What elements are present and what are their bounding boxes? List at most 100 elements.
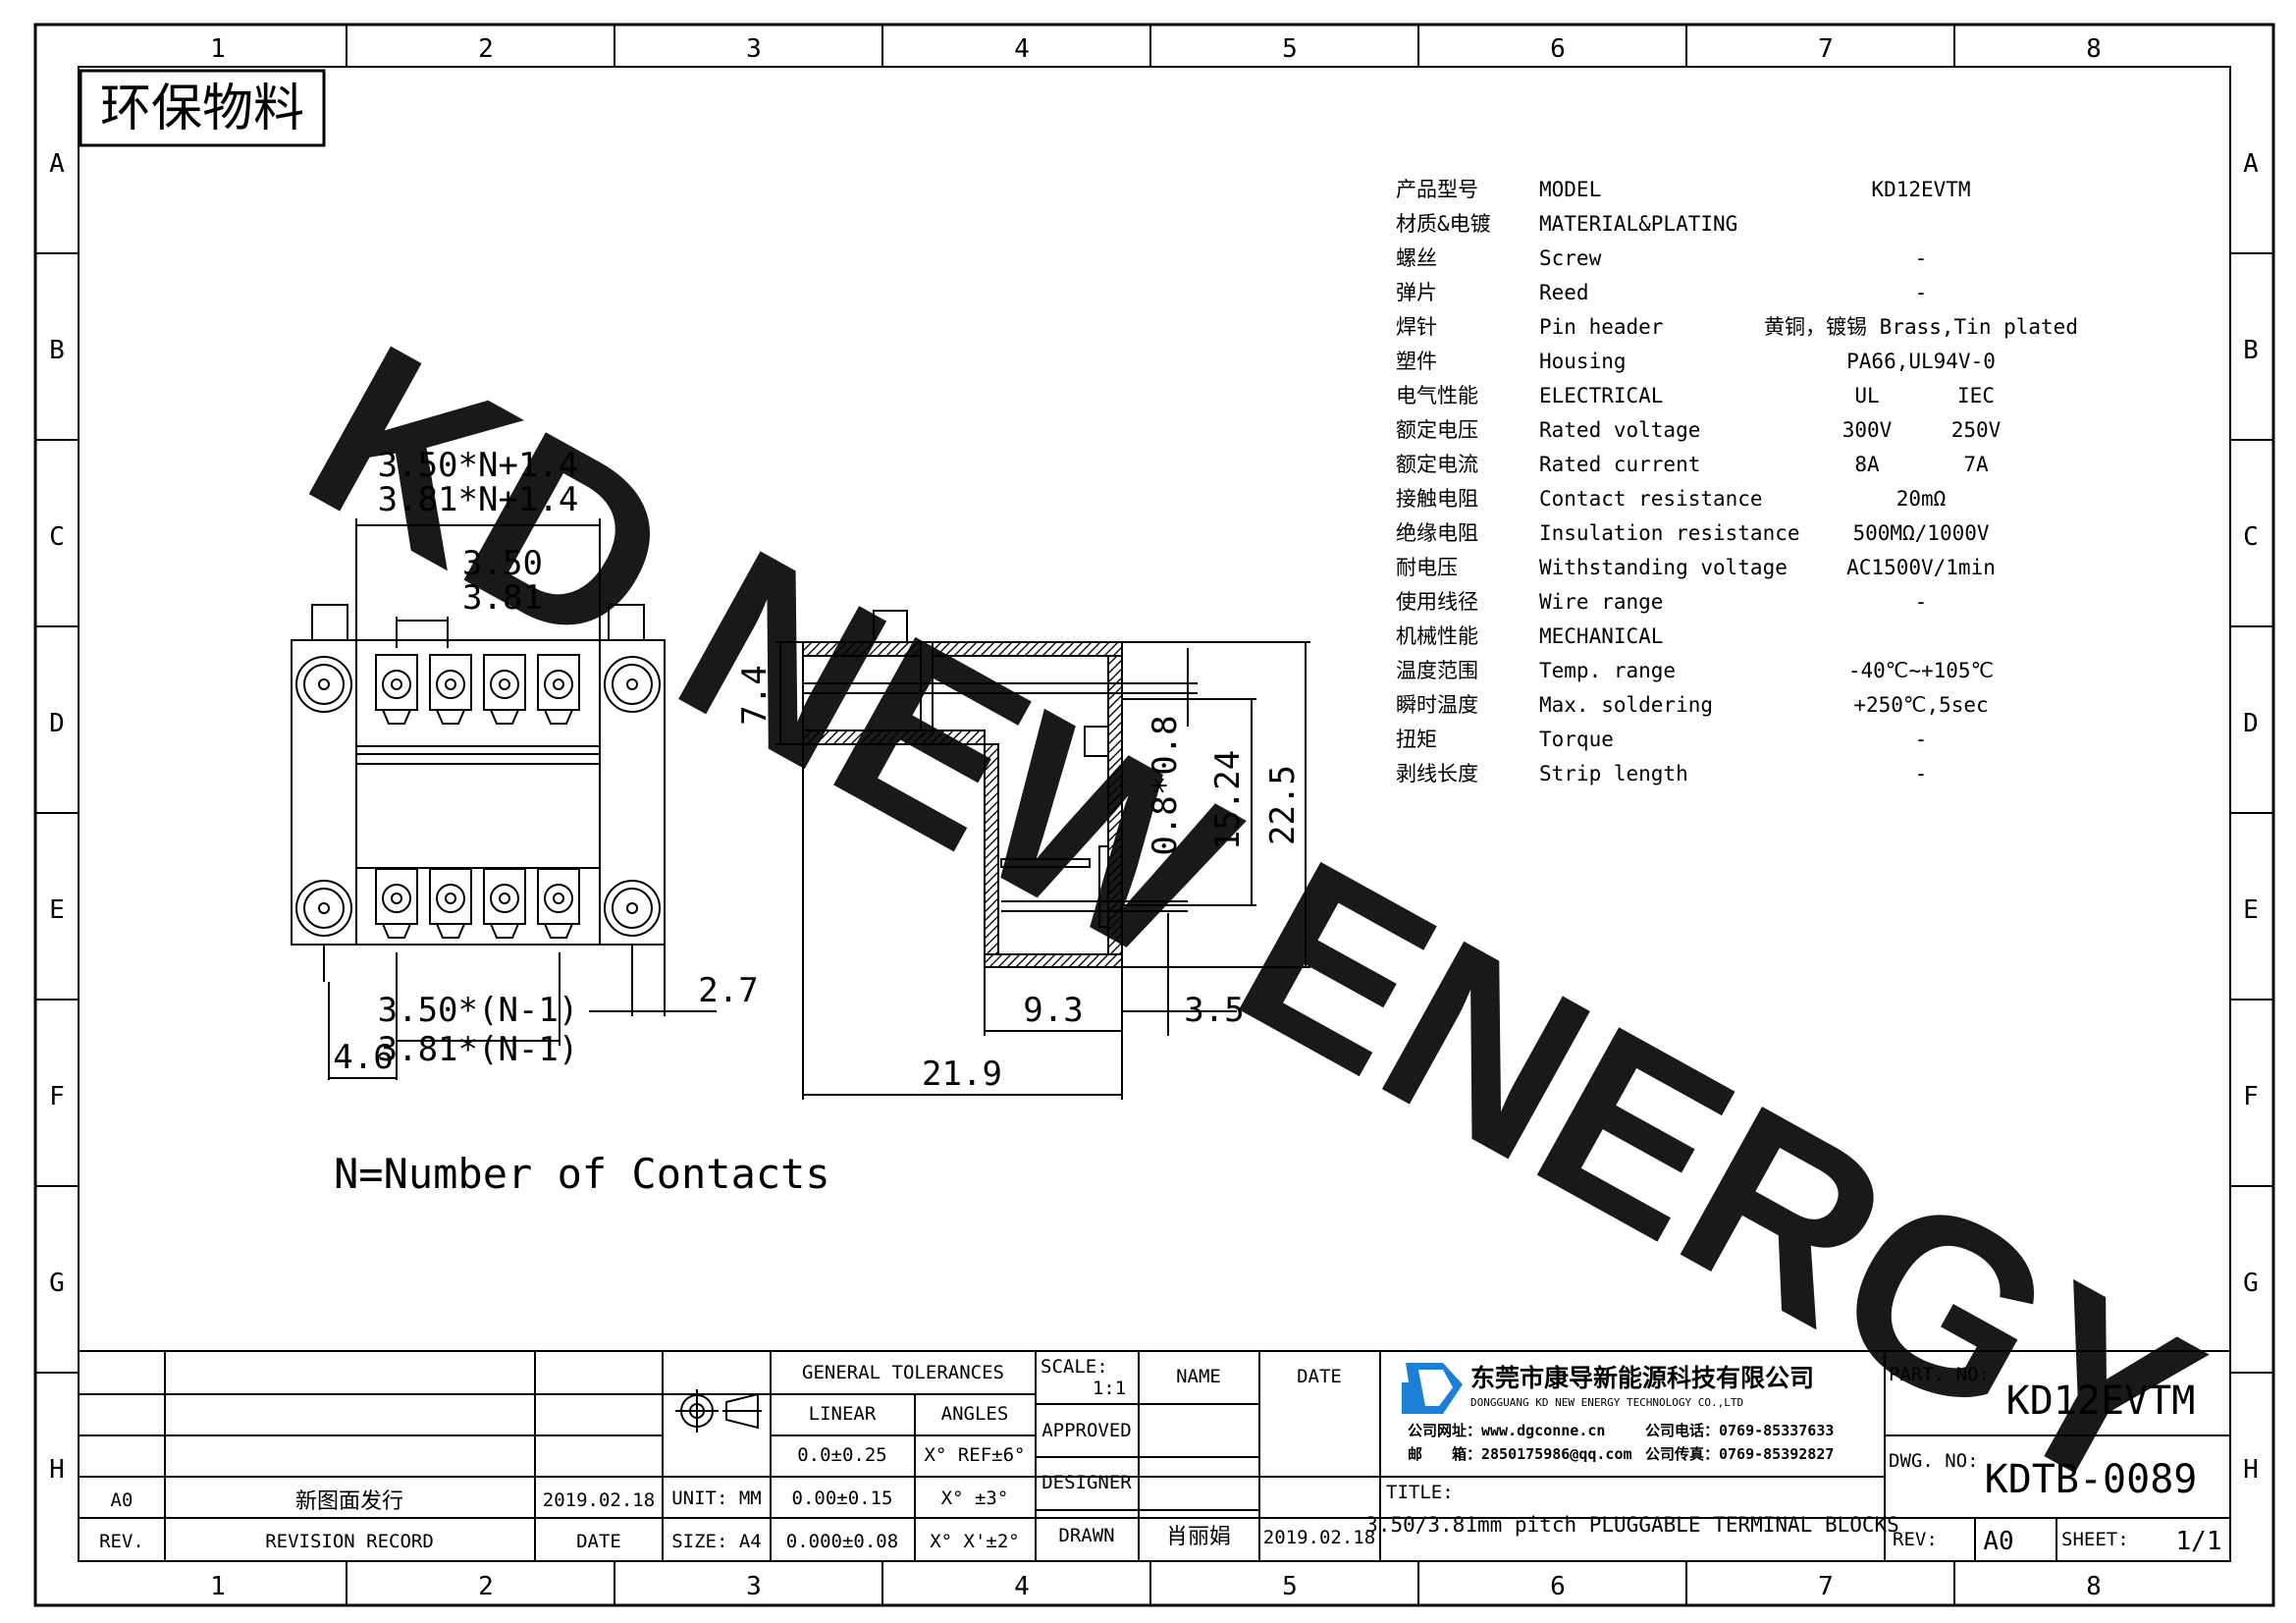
spec-cn: 弹片 [1396, 281, 1437, 304]
row-label: D [49, 709, 65, 738]
dim-3-5: 3.5 [1184, 991, 1244, 1030]
company-fax: 公司传真：0769-85392827 [1645, 1445, 1834, 1463]
unit: UNIT: MM [671, 1488, 762, 1509]
outer-frame [33, 23, 2275, 1607]
row-label: G [2243, 1269, 2259, 1298]
row-label: E [2243, 895, 2259, 925]
contact-cell [483, 868, 526, 925]
part-no-label: PART. NO: [1889, 1364, 1990, 1385]
title-block-text: A0 新图面发行 2019.02.18 REV. REVISION RECORD… [99, 1356, 2221, 1556]
spec-value: +250℃,5sec [1853, 693, 1988, 717]
dim-width-350: 3.50*N+1.4 [378, 446, 579, 485]
drawn-date: 2019.02.18 [1263, 1527, 1375, 1548]
spec-cn: 螺丝 [1396, 246, 1437, 270]
angle-tol-2: X° ±3° [941, 1488, 1009, 1509]
spec-value: 500MΩ/1000V [1852, 521, 1989, 545]
rev-desc: 新图面发行 [295, 1489, 403, 1514]
row-label: F [49, 1082, 65, 1111]
spec-cn: 材质&电镀 [1396, 212, 1491, 236]
col-label: 8 [2086, 1572, 2102, 1601]
name-header: NAME [1176, 1366, 1221, 1387]
spec-value: AC1500V/1min [1846, 556, 1996, 579]
company-logo [1402, 1363, 1463, 1414]
linear-tol-1: 0.0±0.25 [797, 1444, 887, 1466]
dim-width-381: 3.81*N+1.4 [378, 480, 579, 519]
spec-value: -40℃~+105℃ [1848, 659, 1994, 682]
spec-en: Reed [1539, 281, 1589, 304]
spec-en: Screw [1539, 246, 1602, 270]
title-label: TITLE: [1386, 1482, 1454, 1503]
spec-cn: 电气性能 [1396, 384, 1478, 407]
spec-en: Temp. range [1539, 659, 1676, 682]
col-label: 3 [746, 1572, 762, 1601]
screw-icon [490, 670, 519, 699]
front-view [291, 518, 717, 1080]
dim-0-8: 0.8*0.8 [1146, 715, 1185, 855]
spec-value: - [1915, 762, 1928, 785]
col-label: 5 [1282, 1572, 1298, 1601]
spec-cn: 使用线径 [1396, 590, 1478, 614]
spec-en: Rated current [1539, 453, 1700, 476]
row-label: A [49, 149, 65, 179]
spec-value: UL [1854, 384, 1879, 407]
watermark: KD NEW ENERGY [269, 292, 2238, 1549]
spec-value: PA66,UL94V-0 [1846, 350, 1996, 373]
spec-cn: 额定电压 [1396, 418, 1478, 442]
part-no: KD12EVTM [2006, 1379, 2196, 1424]
spec-value: - [1915, 246, 1928, 270]
spec-cn: 剥线长度 [1396, 762, 1478, 785]
spec-cn: 额定电流 [1396, 453, 1478, 476]
spec-value: 20mΩ [1896, 487, 1947, 511]
col-label: 8 [2086, 34, 2102, 64]
spec-value: 8A [1854, 453, 1880, 476]
spec-en: Wire range [1539, 590, 1663, 614]
spec-value: - [1915, 281, 1928, 304]
date-header-2: DATE [1297, 1366, 1342, 1387]
col-label: 7 [1818, 34, 1834, 64]
spec-value-2: 7A [1963, 453, 1989, 476]
linear-tol-3: 0.000±0.08 [786, 1531, 898, 1552]
row-label: C [49, 522, 65, 552]
row-label: C [2243, 522, 2259, 552]
spec-value: - [1915, 590, 1928, 614]
col-label: 2 [478, 1572, 494, 1601]
screw-icon [436, 884, 465, 913]
contact-cell [537, 654, 580, 711]
screw-icon [544, 884, 573, 913]
spec-en: Contact resistance [1539, 487, 1763, 511]
spec-en: Torque [1539, 728, 1614, 751]
tolerances-header: GENERAL TOLERANCES [802, 1362, 1004, 1383]
spec-cn: 机械性能 [1396, 624, 1478, 648]
spec-en: Strip length [1539, 762, 1688, 785]
spec-cn: 耐电压 [1396, 556, 1458, 579]
screw-icon [544, 670, 573, 699]
col-label: 1 [210, 34, 226, 64]
dim-base-381: 3.81*(N-1) [378, 1030, 579, 1069]
linear-header: LINEAR [809, 1403, 877, 1425]
col-label: 6 [1550, 1572, 1566, 1601]
contact-cell [483, 654, 526, 711]
row-label: E [49, 895, 65, 925]
company-mail: 邮 箱：2850175986@qq.com [1408, 1445, 1632, 1463]
row-label: F [2243, 1082, 2259, 1111]
angles-header: ANGLES [941, 1403, 1009, 1425]
company-name-cn: 东莞市康导新能源科技有限公司 [1470, 1364, 1814, 1392]
title-block-lines [79, 1350, 2230, 1561]
contact-cell [429, 868, 472, 925]
dim-15-24: 15.24 [1208, 750, 1248, 850]
dim-22-5: 22.5 [1263, 765, 1303, 845]
dim-9-3: 9.3 [1023, 991, 1083, 1030]
screw-icon [382, 670, 411, 699]
dim-21-9: 21.9 [922, 1055, 1002, 1094]
sheet-label: SHEET: [2061, 1529, 2129, 1550]
dwg-no-label: DWG. NO: [1889, 1450, 1979, 1472]
symbol-first-angle [675, 1389, 762, 1433]
date-header: DATE [576, 1531, 621, 1552]
spec-value-2: 250V [1951, 418, 2002, 442]
spec-cn: 瞬时温度 [1396, 693, 1478, 717]
spec-cn: 温度范围 [1396, 659, 1478, 682]
drawn-label: DRAWN [1058, 1525, 1114, 1546]
spec-en: Insulation resistance [1539, 521, 1800, 545]
